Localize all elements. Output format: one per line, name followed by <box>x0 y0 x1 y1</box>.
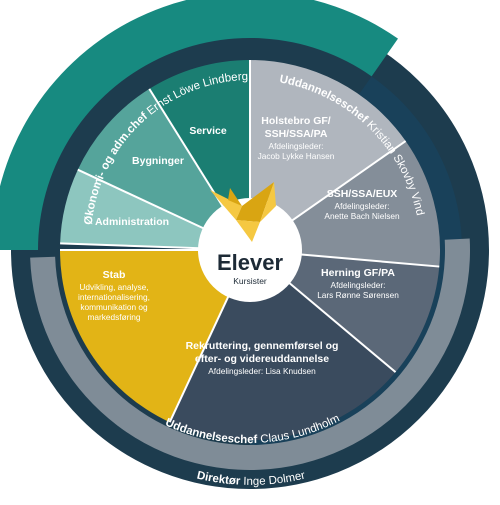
segment-divider-line <box>148 88 225 209</box>
recruitment-segment[interactable] <box>169 282 396 440</box>
center-subtitle: Kursister <box>233 276 267 286</box>
education-ring-bottom <box>30 238 471 471</box>
buildings-segment[interactable] <box>77 88 224 229</box>
ssh-segment[interactable] <box>290 141 440 267</box>
segment-divider-line <box>287 281 397 373</box>
staff-line2: internationalisering, <box>78 292 150 302</box>
center-disc <box>198 198 302 302</box>
segment-divider-line <box>290 140 407 223</box>
holstebro-segment[interactable] <box>250 60 406 222</box>
recruitment-title-line1: Rekruttering, gennemførsel og <box>186 340 339 352</box>
ssh-leader-name: Anette Bach Nielsen <box>324 211 400 221</box>
administration-label: Administration <box>95 216 169 228</box>
service-label: Service <box>189 125 227 137</box>
center-title: Elever <box>217 250 283 275</box>
bird-logo-icon <box>210 182 276 242</box>
administration-segment[interactable] <box>60 169 205 249</box>
ssh-title: SSH/SSA/EUX <box>327 188 398 200</box>
ssh-leader-label: Afdelingsleder: <box>335 201 390 211</box>
holstebro-leader-name: Jacob Lykke Hansen <box>258 151 335 161</box>
herning-title: Herning GF/PA <box>321 267 395 279</box>
holstebro-title-line1: Holstebro GF/ <box>261 115 331 127</box>
economy-ring <box>0 0 398 250</box>
staff-title: Stab <box>103 269 126 281</box>
segment-divider-line <box>299 253 440 268</box>
holstebro-title-line2: SSH/SSA/PA <box>265 128 328 140</box>
buildings-label: Bygninger <box>132 155 184 167</box>
segment-dividers <box>60 60 440 423</box>
segment-divider-line <box>60 242 201 250</box>
herning-leader-name: Lars Rønne Sørensen <box>317 290 399 300</box>
herning-leader-label: Afdelingsleder: <box>331 280 386 290</box>
recruitment-leader: Afdelingsleder: Lisa Knudsen <box>208 366 316 376</box>
segment-divider-line <box>168 294 230 423</box>
staff-line4: markedsføring <box>87 312 140 322</box>
herning-segment[interactable] <box>288 254 440 373</box>
segment-divider-line <box>77 168 206 230</box>
holstebro-leader-label: Afdelingsleder: <box>269 141 324 151</box>
service-segment[interactable] <box>149 60 250 208</box>
staff-line3: kommunikation og <box>80 302 148 312</box>
staff-line1: Udvikling, analyse, <box>79 282 148 292</box>
staff-segment[interactable] <box>60 250 229 423</box>
recruitment-title-line2: efter- og videreuddannelse <box>195 353 329 365</box>
